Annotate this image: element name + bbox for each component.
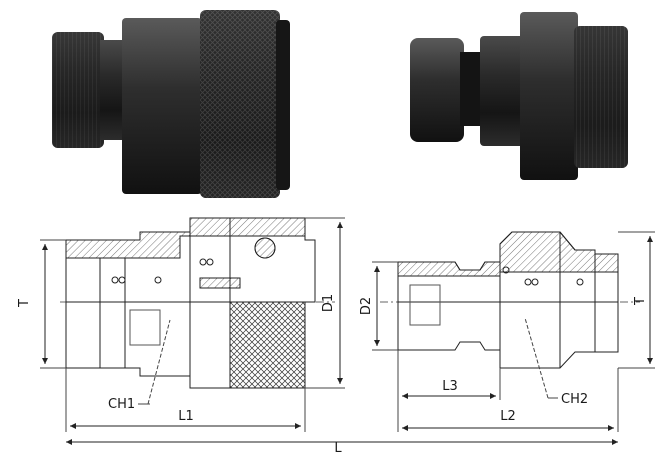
label-l2: L2: [500, 409, 516, 424]
label-t-left: T: [17, 299, 32, 308]
label-t-right: T: [633, 297, 648, 306]
hex-nut: [520, 12, 578, 180]
collar: [122, 18, 202, 194]
neck: [100, 40, 126, 140]
label-l1: L1: [178, 409, 194, 424]
male-nipple-photo: [410, 12, 628, 180]
label-ch1: CH1: [108, 397, 135, 412]
left-section-drawing: [40, 217, 345, 432]
female-coupler-photo: [52, 10, 290, 198]
label-d1: D1: [321, 294, 336, 312]
knurl-section: [229, 301, 306, 389]
label-l: L: [334, 441, 342, 456]
nipple-tip: [410, 38, 464, 142]
label-ch2: CH2: [561, 392, 588, 407]
groove: [460, 52, 482, 126]
nipple-body: [480, 36, 524, 146]
front-ring: [276, 20, 290, 190]
label-l3: L3: [442, 379, 458, 394]
label-d2: D2: [359, 297, 374, 315]
right-section-drawing: [372, 231, 655, 432]
